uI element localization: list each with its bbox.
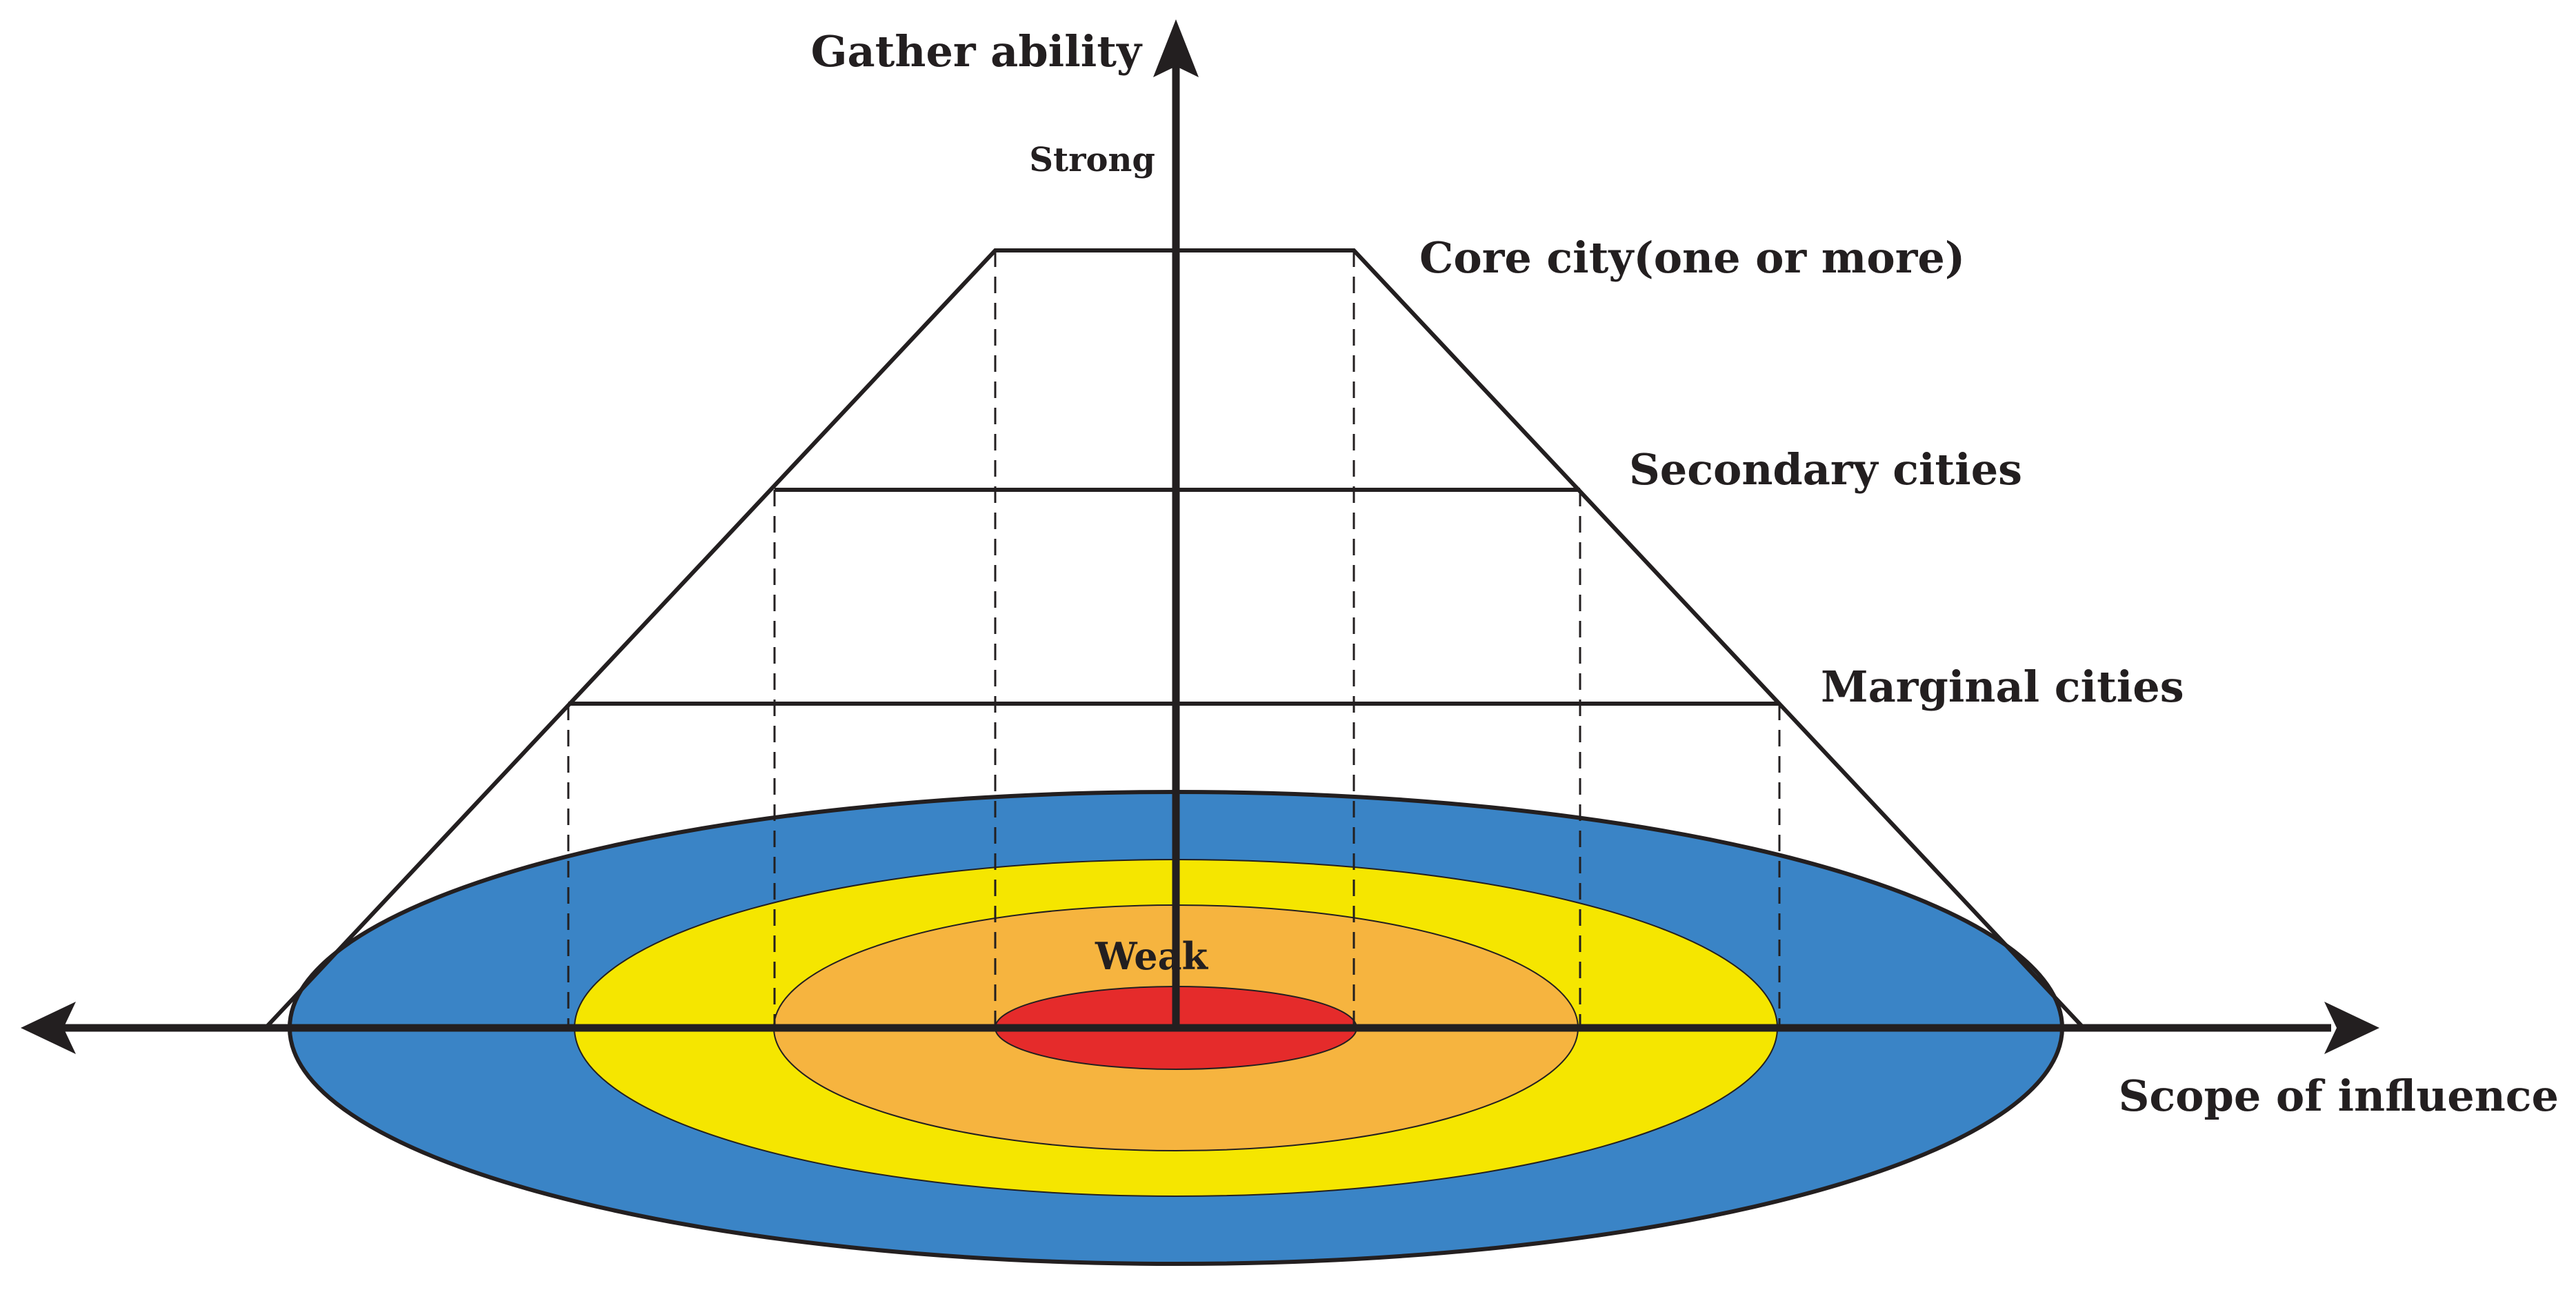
up-arrow-icon [1153,19,1199,77]
right-arrow-icon [2324,1002,2379,1054]
projection-lines [567,250,1781,1028]
weak-label: Weak [1095,934,1209,978]
level-label-core: Core city(one or more) [1419,232,1965,283]
horizontal-axis-label: Scope of influence [2119,1071,2559,1121]
horizontal-axis [21,1002,2379,1054]
vertical-axis [1153,19,1199,1028]
left-arrow-icon [21,1002,76,1054]
level-label-secondary: Secondary cities [1629,444,2022,495]
level-label-marginal: Marginal cities [1821,662,2184,712]
vertical-axis-label: Gather ability [811,26,1143,77]
strong-label: Strong [1029,141,1155,179]
